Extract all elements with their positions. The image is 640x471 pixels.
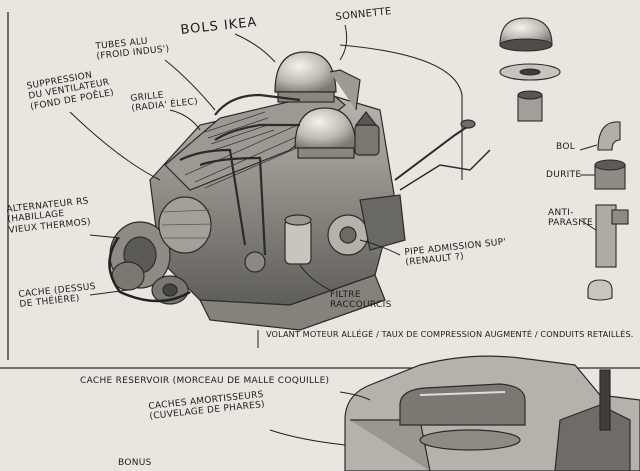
label-anti-parasite: Anti- parasite: [548, 208, 593, 229]
label-volant-moteur: Volant moteur allégé / Taux de compressi…: [266, 329, 634, 339]
label-filtre: Filtre raccourcis: [330, 290, 392, 311]
parts-column: [499, 17, 629, 301]
label-cache-reservoir: Cache reservoir (morceau de malle coquil…: [80, 376, 330, 386]
car-sketch: [344, 355, 640, 471]
label-anti-line1: Anti-: [548, 208, 574, 218]
engine-drawing: [108, 51, 491, 331]
grille: [204, 111, 275, 151]
label-filtre-line1: Filtre: [330, 290, 361, 300]
label-anti-line2: parasite: [548, 218, 594, 229]
leader-arrows: [69, 24, 598, 446]
label-bonus: Bonus: [118, 458, 152, 468]
label-durite: Durite: [546, 170, 582, 180]
label-bol: Bol: [556, 142, 576, 152]
label-filtre-line2: raccourcis: [330, 300, 392, 311]
